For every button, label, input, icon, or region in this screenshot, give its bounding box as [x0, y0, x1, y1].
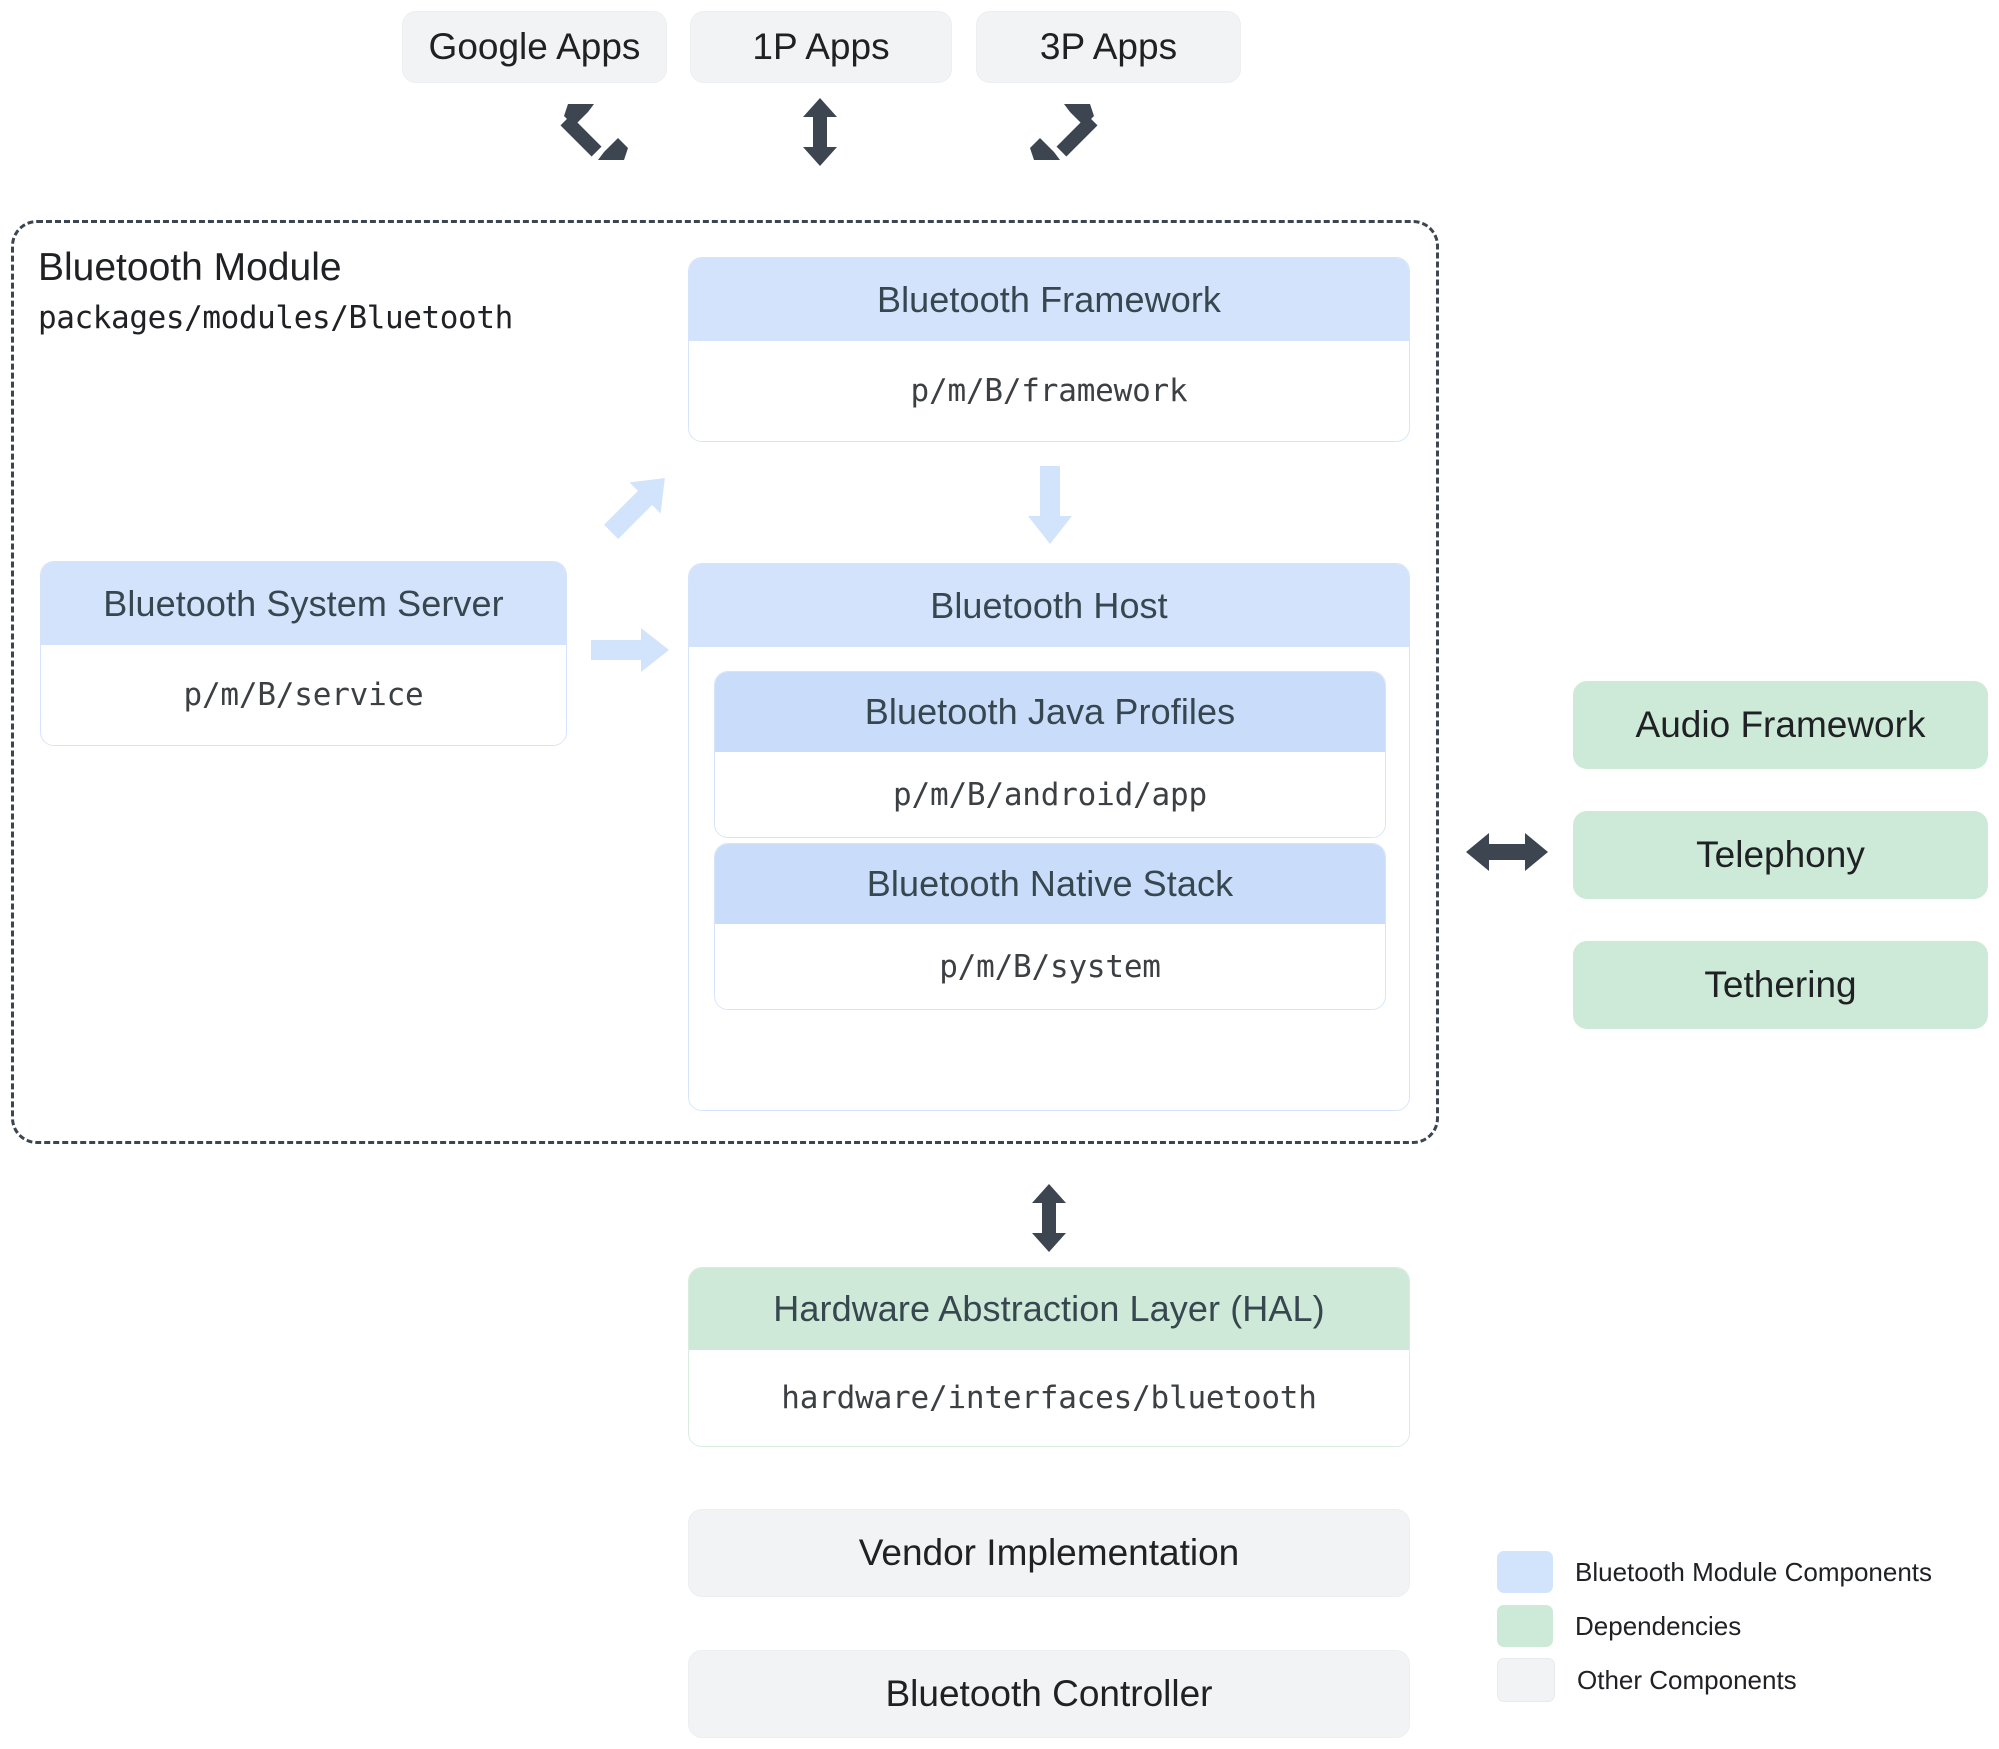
- horizontal-double-arrow-icon: [1466, 833, 1548, 871]
- legend-label: Dependencies: [1575, 1610, 1742, 1641]
- bluetooth-system-server-card[interactable]: Bluetooth System Server p/m/B/service: [40, 561, 567, 746]
- legend: Bluetooth Module Components Dependencies…: [1497, 1545, 1977, 1707]
- bluetooth-java-profiles-path: p/m/B/android/app: [715, 752, 1385, 837]
- bluetooth-native-stack-path: p/m/B/system: [715, 924, 1385, 1009]
- bluetooth-module-container: [11, 220, 1439, 1144]
- app-box-label: 3P Apps: [1039, 26, 1178, 67]
- hal-card[interactable]: Hardware Abstraction Layer (HAL) hardwar…: [688, 1267, 1410, 1447]
- app-box-3p-apps[interactable]: 3P Apps: [976, 11, 1241, 83]
- legend-label: Bluetooth Module Components: [1575, 1556, 1933, 1587]
- dependency-label: Telephony: [1696, 834, 1865, 875]
- legend-swatch-blue: [1497, 1551, 1553, 1593]
- blue-right-arrow-icon: [591, 628, 669, 672]
- legend-item-other-components: Other Components: [1497, 1653, 1977, 1707]
- vertical-double-arrow-icon: [1032, 1184, 1066, 1252]
- legend-item-module-components: Bluetooth Module Components: [1497, 1545, 1977, 1599]
- bottom-box-label: Vendor Implementation: [858, 1532, 1240, 1573]
- bluetooth-host-label: Bluetooth Host: [689, 564, 1409, 647]
- bluetooth-system-server-label: Bluetooth System Server: [41, 562, 566, 645]
- bluetooth-framework-path: p/m/B/framework: [689, 341, 1409, 441]
- bluetooth-framework-card[interactable]: Bluetooth Framework p/m/B/framework: [688, 257, 1410, 442]
- bluetooth-java-profiles-card[interactable]: Bluetooth Java Profiles p/m/B/android/ap…: [714, 671, 1386, 838]
- vendor-implementation-box[interactable]: Vendor Implementation: [688, 1509, 1410, 1597]
- hal-label: Hardware Abstraction Layer (HAL): [689, 1268, 1409, 1350]
- blue-up-left-arrow-icon: [604, 478, 665, 539]
- app-box-label: Google Apps: [428, 26, 641, 67]
- dependency-box-tethering[interactable]: Tethering: [1573, 941, 1988, 1029]
- legend-swatch-green: [1497, 1605, 1553, 1647]
- dependency-box-audio-framework[interactable]: Audio Framework: [1573, 681, 1988, 769]
- blue-down-arrow-icon: [1028, 466, 1072, 544]
- dependency-label: Audio Framework: [1635, 704, 1926, 745]
- legend-swatch-grey: [1497, 1658, 1555, 1702]
- bluetooth-controller-box[interactable]: Bluetooth Controller: [688, 1650, 1410, 1738]
- vertical-double-arrow-icon: [803, 98, 837, 166]
- bluetooth-system-server-path: p/m/B/service: [41, 645, 566, 745]
- app-box-google-apps[interactable]: Google Apps: [402, 11, 667, 83]
- legend-label: Other Components: [1577, 1664, 1797, 1695]
- app-box-label: 1P Apps: [752, 26, 890, 67]
- diagonal-double-arrow-nwse-icon: [560, 104, 628, 160]
- bottom-box-label: Bluetooth Controller: [885, 1673, 1213, 1714]
- module-path: packages/modules/Bluetooth: [38, 300, 513, 336]
- module-title: Bluetooth Module: [38, 246, 342, 289]
- hal-path: hardware/interfaces/bluetooth: [689, 1350, 1409, 1446]
- legend-item-dependencies: Dependencies: [1497, 1599, 1977, 1653]
- app-box-1p-apps[interactable]: 1P Apps: [690, 11, 952, 83]
- bluetooth-native-stack-card[interactable]: Bluetooth Native Stack p/m/B/system: [714, 843, 1386, 1010]
- bluetooth-native-stack-label: Bluetooth Native Stack: [715, 844, 1385, 924]
- bluetooth-host-body: Bluetooth Java Profiles p/m/B/android/ap…: [689, 647, 1409, 1110]
- bluetooth-host-card[interactable]: Bluetooth Host Bluetooth Java Profiles p…: [688, 563, 1410, 1111]
- dependency-box-telephony[interactable]: Telephony: [1573, 811, 1988, 899]
- bluetooth-java-profiles-label: Bluetooth Java Profiles: [715, 672, 1385, 752]
- dependency-label: Tethering: [1704, 964, 1857, 1005]
- diagonal-double-arrow-nesw-icon: [1030, 104, 1098, 160]
- bluetooth-framework-label: Bluetooth Framework: [689, 258, 1409, 341]
